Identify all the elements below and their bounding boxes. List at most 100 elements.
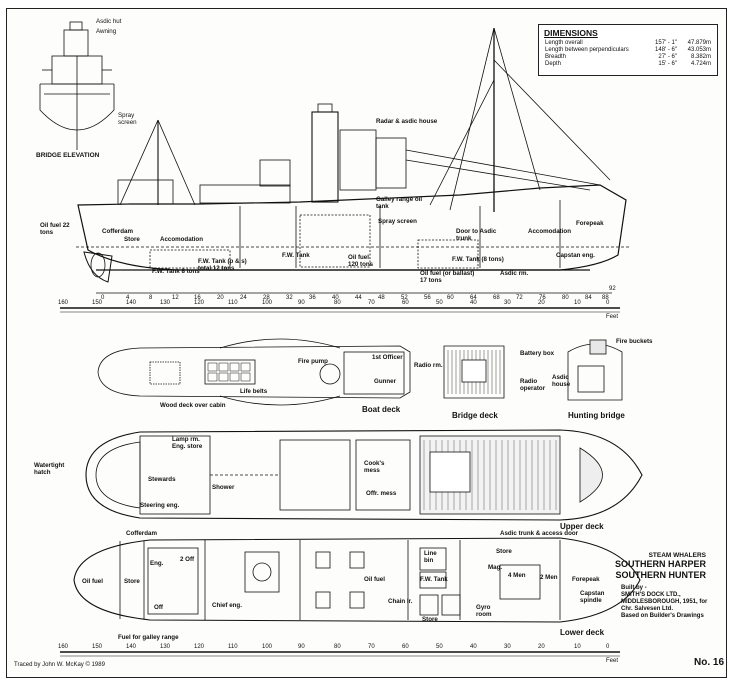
dim-row: Breadth 27' - 6" 8.382m [545,54,717,61]
upper-deck-caption: Upper deck [560,522,604,531]
frame-number: 88 [602,295,609,301]
line-bin-label: Line bin [424,550,437,564]
boat-deck-plan [97,338,411,406]
fw-tank-8b-label: F.W. Tank (8 tons) [452,256,504,263]
feet-number: 60 [402,644,409,650]
feet-number: 0 [606,644,610,650]
builder-line: Based on Builder's Drawings [621,613,704,619]
door-asdic-label: Door to Asdic trunk [456,228,497,242]
asdic-house-label: Asdic house [552,374,571,388]
ship-name-1: SOUTHERN HARPER [615,559,707,569]
frame-number: 32 [286,295,293,301]
capstan-eng-label: Capstan eng. [556,252,595,259]
frame-number: 12 [172,295,179,301]
fw-tank-lower-label: F.W. Tank [420,576,448,583]
cofferdam-lower-label: Cofferdam [126,530,157,537]
title-subtitle: STEAM WHALERS [648,552,707,559]
lamp-rm-label: Lamp rm. [172,436,200,443]
feet-number: 110 [228,644,238,650]
eng-cabin-label: Eng. [150,560,164,567]
feet-number: 100 [262,300,273,306]
hunting-bridge-plan [567,339,623,401]
dim-label: Length between perpendiculars [545,47,629,53]
feet-number: 10 [574,300,581,306]
frame-number: 72 [516,295,523,301]
wood-deck-label: Wood deck over cabin [160,402,226,409]
feet-number: 30 [504,644,511,650]
frame-number: 60 [447,295,454,301]
radar-label: Radar & asdic house [376,118,438,125]
frame-number: 68 [493,295,500,301]
feet-number: 140 [126,300,137,306]
dim-label: Length overall [545,40,583,46]
feet-number: 160 [58,300,69,306]
frame-number: 8 [149,295,153,301]
feet-number: 90 [298,644,305,650]
feet-number: 130 [160,300,171,306]
builder-line: Built by - [621,585,647,591]
asdic-hut-label: Asdic hut [96,18,122,25]
builder-info: Built by - SMITH'S DOCK LTD., MIDDLESBOR… [621,585,707,620]
watertight-hatch-label: Watertight hatch [34,462,65,476]
frame-number: 40 [332,295,339,301]
feet-number: 20 [538,644,545,650]
gyro-room-label: Gyro room [476,604,492,618]
feet-number: 40 [470,300,477,306]
cooks-mess-label: Cook's mess [364,460,385,474]
gunner-label: Gunner [374,378,397,385]
feet-number: 80 [334,644,341,650]
dim-metric: 8.382m [690,54,711,60]
ship-profile [76,27,630,283]
store-profile-label: Store [124,236,140,243]
shower-label: Shower [212,484,235,491]
feet-label: Feet [606,314,619,320]
radio-operator-label: Radio operator [520,378,546,392]
feet-number: 100 [262,644,273,650]
feet-number: 50 [436,644,443,650]
spray-screen-profile-label: Spray screen [378,218,417,225]
frame-number: 36 [309,295,316,301]
bridge-deck-plan [443,345,505,399]
feet-number: 40 [470,644,477,650]
dim-imperial: 27' - 6" [658,54,677,60]
frame-number: 84 [585,295,592,301]
feet-number: 120 [194,300,205,306]
feet-number: 0 [606,300,610,306]
frame-number: 80 [562,295,569,301]
feet-number: 50 [436,300,443,306]
feet-number: 160 [58,644,69,650]
store-lower-label: Store [124,578,140,585]
fire-buckets-label: Fire buckets [616,338,653,345]
frame-number: 64 [470,295,477,301]
off-cabin-label: Off [154,604,163,611]
four-men-label: 4 Men [508,572,526,579]
battery-box-label: Battery box [520,350,555,357]
plate-number: No. 16 [694,657,725,668]
oil-ballast-label: Oil fuel (or ballast) 17 tons [420,270,475,284]
feet-number: 120 [194,644,205,650]
dim-label: Depth [545,61,562,67]
bridge-deck-caption: Bridge deck [452,411,498,420]
feet-number: 70 [368,644,375,650]
radio-rm-label: Radio rm. [414,362,443,369]
frame-number: 52 [401,295,408,301]
second-off-label: 2 Off [180,556,195,563]
feet-label: Feet [606,658,619,664]
builder-line: Chr. Salvesen Ltd. [621,606,674,612]
bridge-elevation-figure [39,21,115,150]
frame-number: 76 [539,295,546,301]
oil-fuel-120-label: Oil fuel 120 tons [348,254,374,268]
chief-eng-label: Chief eng. [212,602,242,609]
dim-label: Breadth [545,54,567,60]
store-mag-label: Store [496,548,512,555]
hunting-bridge-caption: Hunting bridge [568,411,625,420]
builder-line: SMITH'S DOCK LTD., [621,592,681,598]
feet-number: 90 [298,300,305,306]
stewards-label: Stewards [148,476,176,483]
frame-number: 56 [424,295,431,301]
cofferdam-profile-label: Cofferdam [102,228,133,235]
